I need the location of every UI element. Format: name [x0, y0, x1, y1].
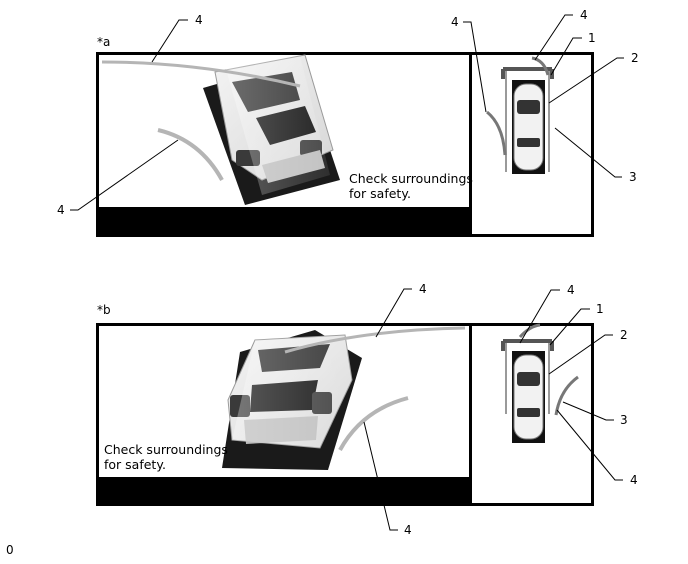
panel-b-overhead-guide-tick [518, 323, 541, 339]
panel-a-message-line-1: Check surroundings [349, 171, 473, 186]
panel-a-message-line-2: for safety. [349, 186, 411, 201]
panel-b-callout-4-overhead-right: 4 [630, 473, 638, 487]
panel-a-guide-line-lower [157, 128, 224, 181]
panel-b-bottom-bar [97, 477, 471, 505]
figure-id: 0 [6, 543, 14, 557]
panel-b-message-line-1: Check surroundings [104, 442, 228, 457]
panel-a-callout-4-overhead-left: 4 [451, 15, 459, 29]
panel-b-callout-4-guide: 4 [419, 282, 427, 296]
panel-a-callout-3: 3 [629, 170, 637, 184]
panel-a-callout-4-overhead-top: 4 [580, 8, 588, 22]
panel-b-leaders [363, 288, 623, 531]
panel-a-callout-4-lower-guide: 4 [57, 203, 65, 217]
panel-b-vehicle-rear-image [222, 330, 362, 470]
panel-a-overhead-vehicle [501, 67, 554, 174]
panel-b-callout-3: 3 [620, 413, 628, 427]
panel-b-callout-4-lower-guide: 4 [404, 523, 412, 537]
panel-a-callout-1: 1 [588, 31, 596, 45]
panel-b-overhead-guide-curve [554, 375, 579, 416]
panel-a-label: *a [97, 35, 110, 49]
panel-a-overhead-guide-curve [486, 110, 507, 156]
panel-a: *a Check surroundings for safety. [57, 8, 639, 237]
panel-a-bottom-bar [97, 207, 471, 236]
panel-a-overhead-guide-tick [531, 56, 550, 76]
panel-b-overhead-vehicle [501, 339, 554, 443]
panel-a-callout-2: 2 [631, 51, 639, 65]
panel-b-callout-1: 1 [596, 302, 604, 316]
panel-a-leaders [70, 14, 624, 211]
panel-b-message-line-2: for safety. [104, 457, 166, 472]
panel-b-guide-line-lower [338, 396, 409, 451]
panel-a-callout-4-guide: 4 [195, 13, 203, 27]
panel-b-callout-4-overhead-top: 4 [567, 283, 575, 297]
panel-b-callout-2: 2 [620, 328, 628, 342]
panel-b-label: *b [97, 303, 111, 317]
panel-b: *b Check surroundings for safety. [96, 282, 638, 537]
panel-a-guide-line-upper [101, 60, 301, 88]
panel-b-guide-line-upper [284, 326, 466, 354]
